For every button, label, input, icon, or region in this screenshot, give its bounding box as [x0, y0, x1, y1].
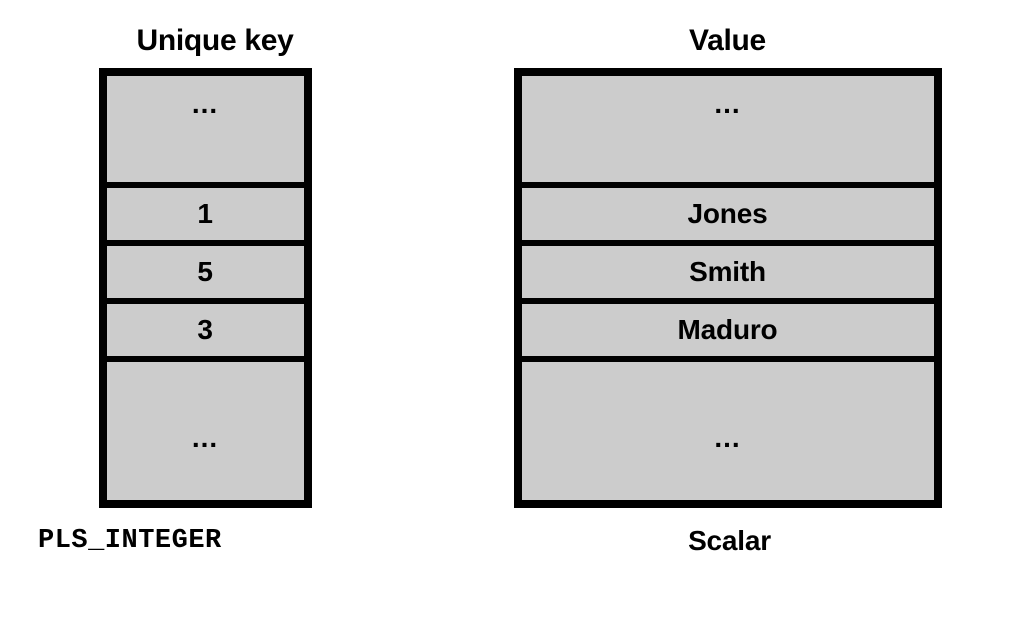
column-heading-unique-key: Unique key — [136, 24, 294, 57]
table-row: 3 — [106, 304, 304, 356]
table-row: ... — [106, 76, 304, 182]
cell-value: 3 — [197, 314, 213, 345]
column-footer-value: Scalar — [688, 525, 771, 556]
ellipsis-marker: ... — [191, 88, 219, 119]
column-footer-unique-key: PLS_INTEGER — [38, 526, 222, 556]
column-heading-value: Value — [689, 24, 766, 57]
cell-value: Smith — [689, 256, 766, 287]
table-row: ... — [521, 76, 934, 182]
table-row: 5 — [106, 246, 304, 298]
ellipsis-marker: ... — [714, 88, 741, 119]
table-row: ... — [521, 362, 934, 500]
table-row: Smith — [521, 246, 934, 298]
table-unique-key: ... 1 5 3 ... — [98, 68, 312, 508]
column-unique-key: Unique key ... 1 5 3 ... PLS_INTEGER — [38, 24, 350, 556]
table-value: ... Jones Smith Maduro ... — [513, 68, 942, 508]
table-row: ... — [106, 362, 304, 500]
cell-value: 5 — [197, 256, 213, 287]
table-row: Maduro — [521, 304, 934, 356]
ellipsis-marker: ... — [714, 422, 741, 453]
cell-value: Jones — [687, 198, 768, 229]
table-row: 1 — [106, 188, 304, 240]
cell-value: 1 — [197, 198, 213, 229]
cell-value: Maduro — [677, 314, 778, 345]
table-row: Jones — [521, 188, 934, 240]
column-value: Value ... Jones Smith Maduro ... Scalar — [500, 24, 955, 556]
ellipsis-marker: ... — [191, 422, 219, 453]
